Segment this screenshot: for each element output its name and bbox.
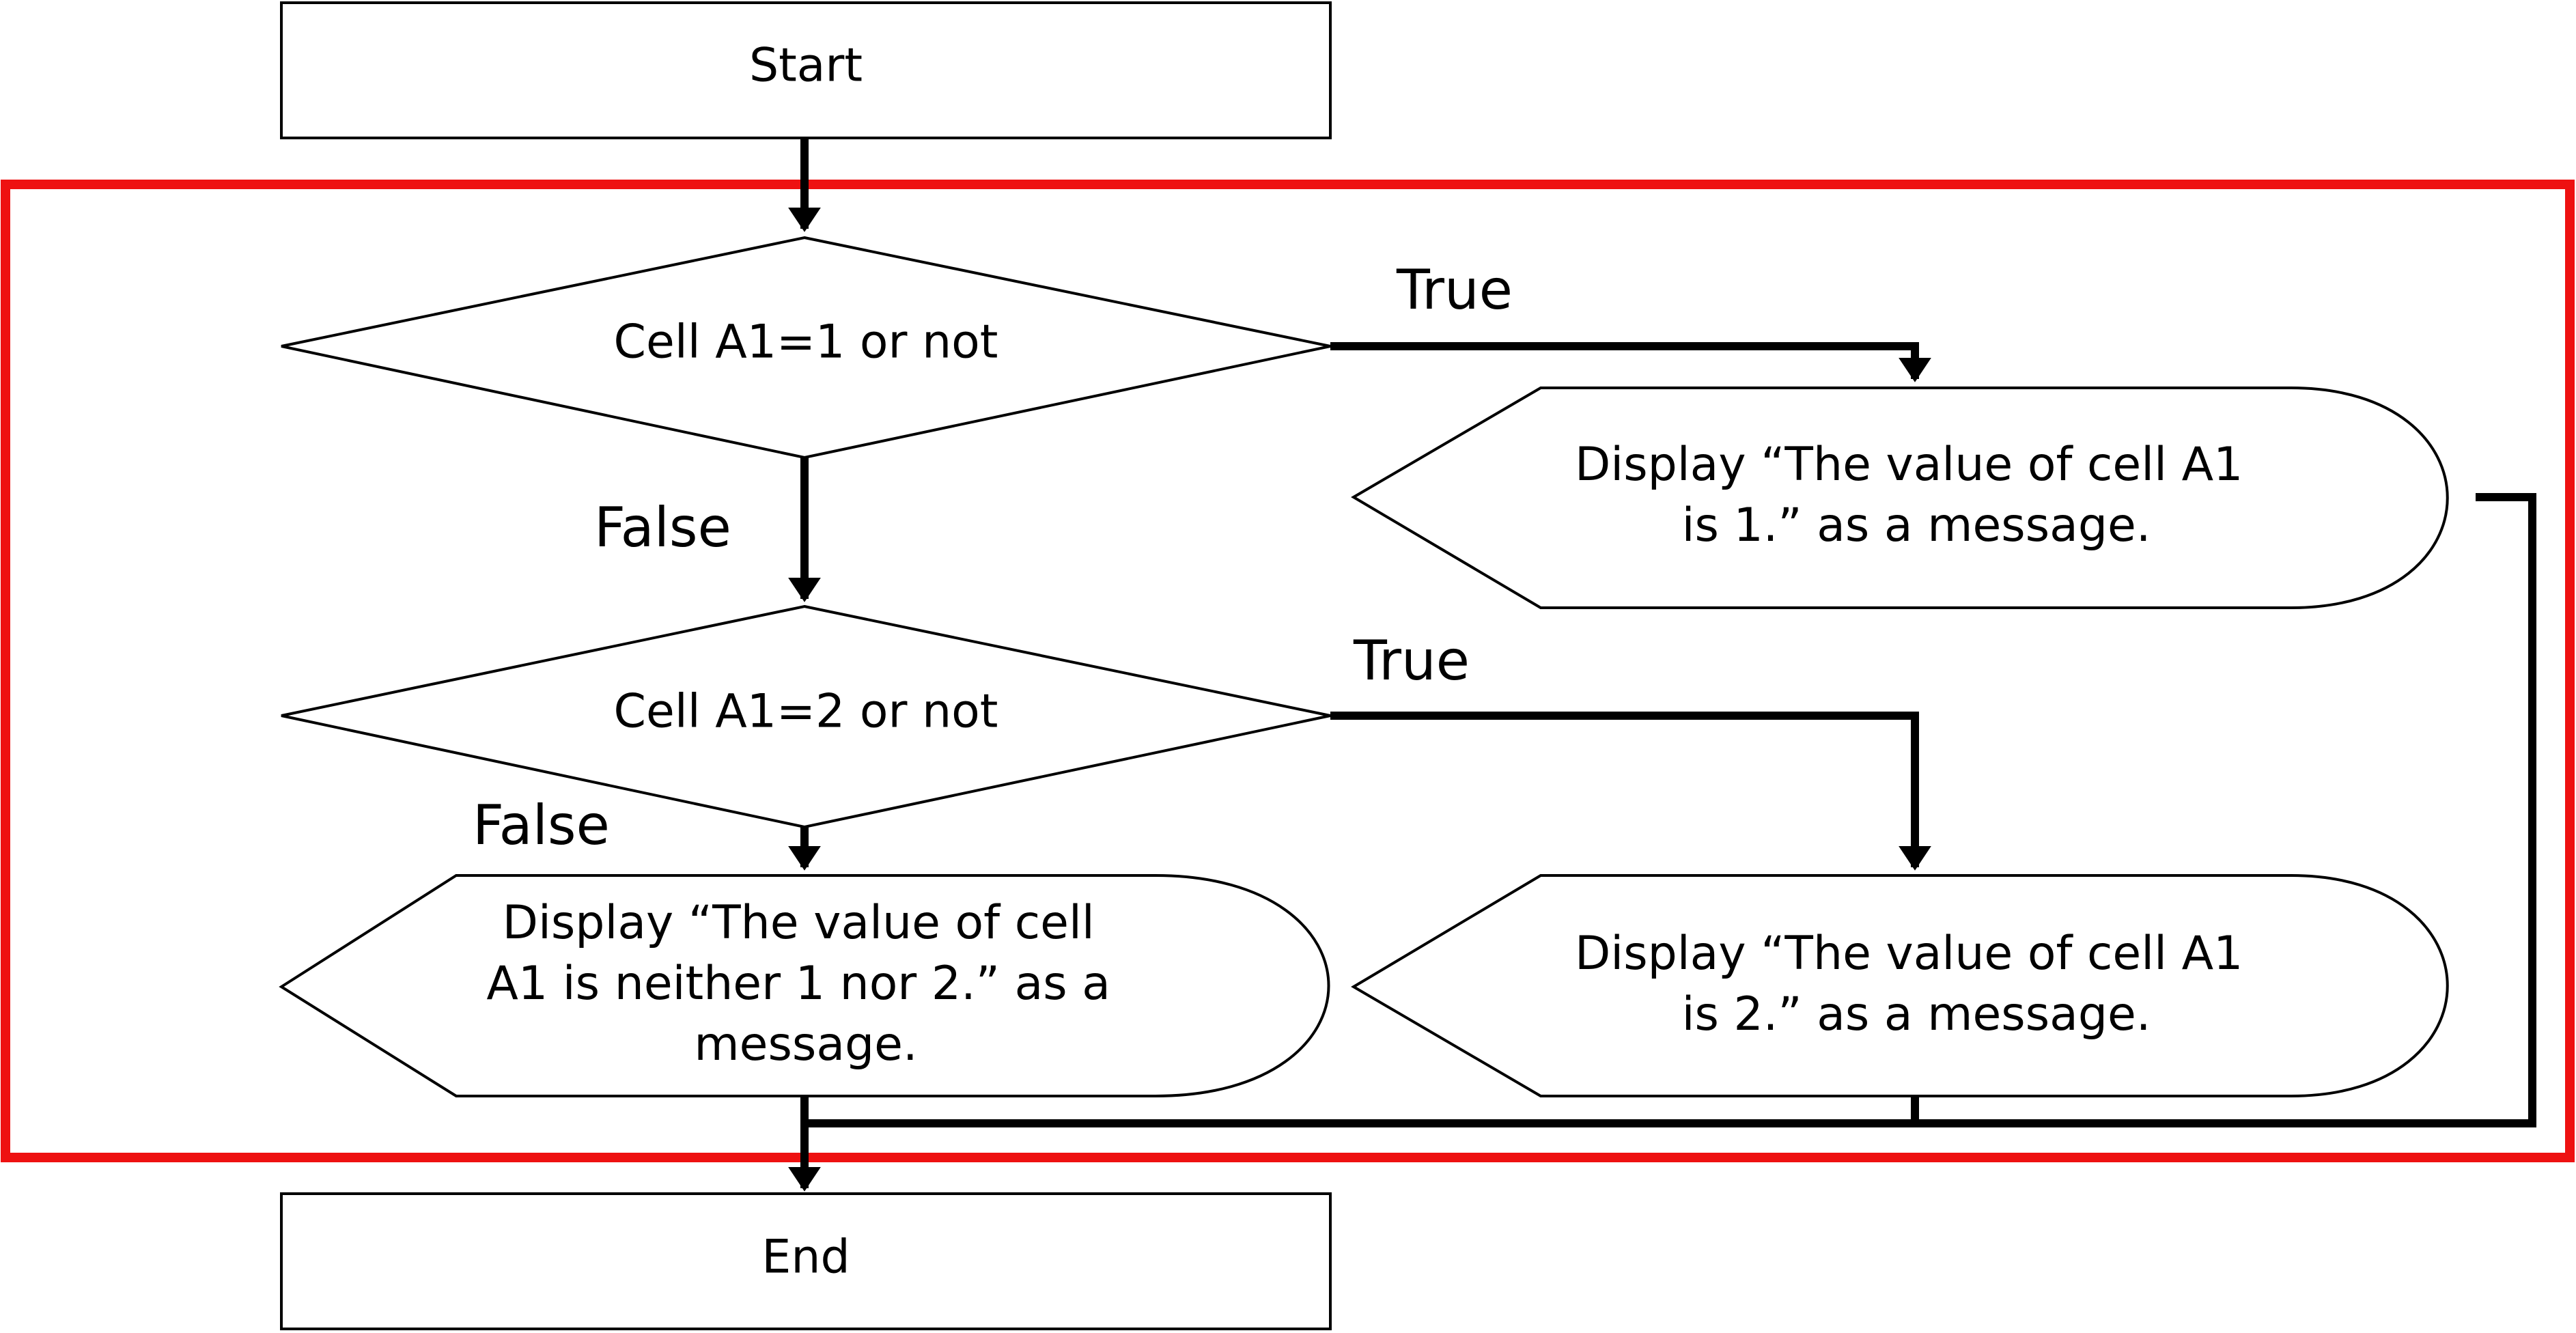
edge-label-false-2: False (473, 794, 610, 857)
start-label: Start (749, 39, 863, 93)
display-2-line-1: Display “The value of cell A1 (1575, 927, 2243, 981)
edge-label-true-1: True (1396, 258, 1513, 322)
end-label: End (761, 1231, 850, 1285)
edge-label-false-1: False (594, 496, 731, 559)
edge-label-true-2: True (1353, 629, 1470, 692)
display-neither-line-1: Display “The value of cell (503, 896, 1095, 950)
connector-decision2-true (1330, 712, 1931, 871)
display-node-value-is-2: Display “The value of cell A1 is 2.” as … (1351, 874, 2449, 1097)
decision-a1-equals-1-label: Cell A1=1 or not (614, 315, 998, 369)
svg-text:Display “The value of cell A1: Display “The value of cell A1 is 2.” as … (1575, 927, 2258, 1041)
display-node-neither: Display “The value of cell A1 is neither… (279, 874, 1330, 1097)
display-1-line-1: Display “The value of cell A1 (1575, 438, 2243, 492)
end-node: End (280, 1192, 1332, 1330)
connector-display1-return (804, 493, 2536, 1127)
display-2-line-2: is 2.” as a message. (1682, 987, 2151, 1041)
svg-text:Display “The value of cell: Display “The value of cell A1 is neither… (486, 896, 1125, 1071)
svg-text:Display “The value of cell A1: Display “The value of cell A1 is 1.” as … (1575, 438, 2258, 552)
display-neither-line-3: message. (694, 1018, 917, 1071)
display-1-line-2: is 1.” as a message. (1682, 499, 2151, 552)
start-node: Start (280, 1, 1332, 139)
decision-a1-equals-1: Cell A1=1 or not (281, 236, 1331, 460)
decision-a1-equals-2: Cell A1=2 or not (281, 604, 1331, 829)
display-node-value-is-1: Display “The value of cell A1 is 1.” as … (1351, 387, 2449, 609)
decision-a1-equals-2-label: Cell A1=2 or not (614, 685, 998, 739)
display-neither-line-2: A1 is neither 1 nor 2.” as a (486, 957, 1110, 1011)
highlight-box (1, 180, 2575, 1162)
connector-decision1-true (1330, 342, 1931, 382)
